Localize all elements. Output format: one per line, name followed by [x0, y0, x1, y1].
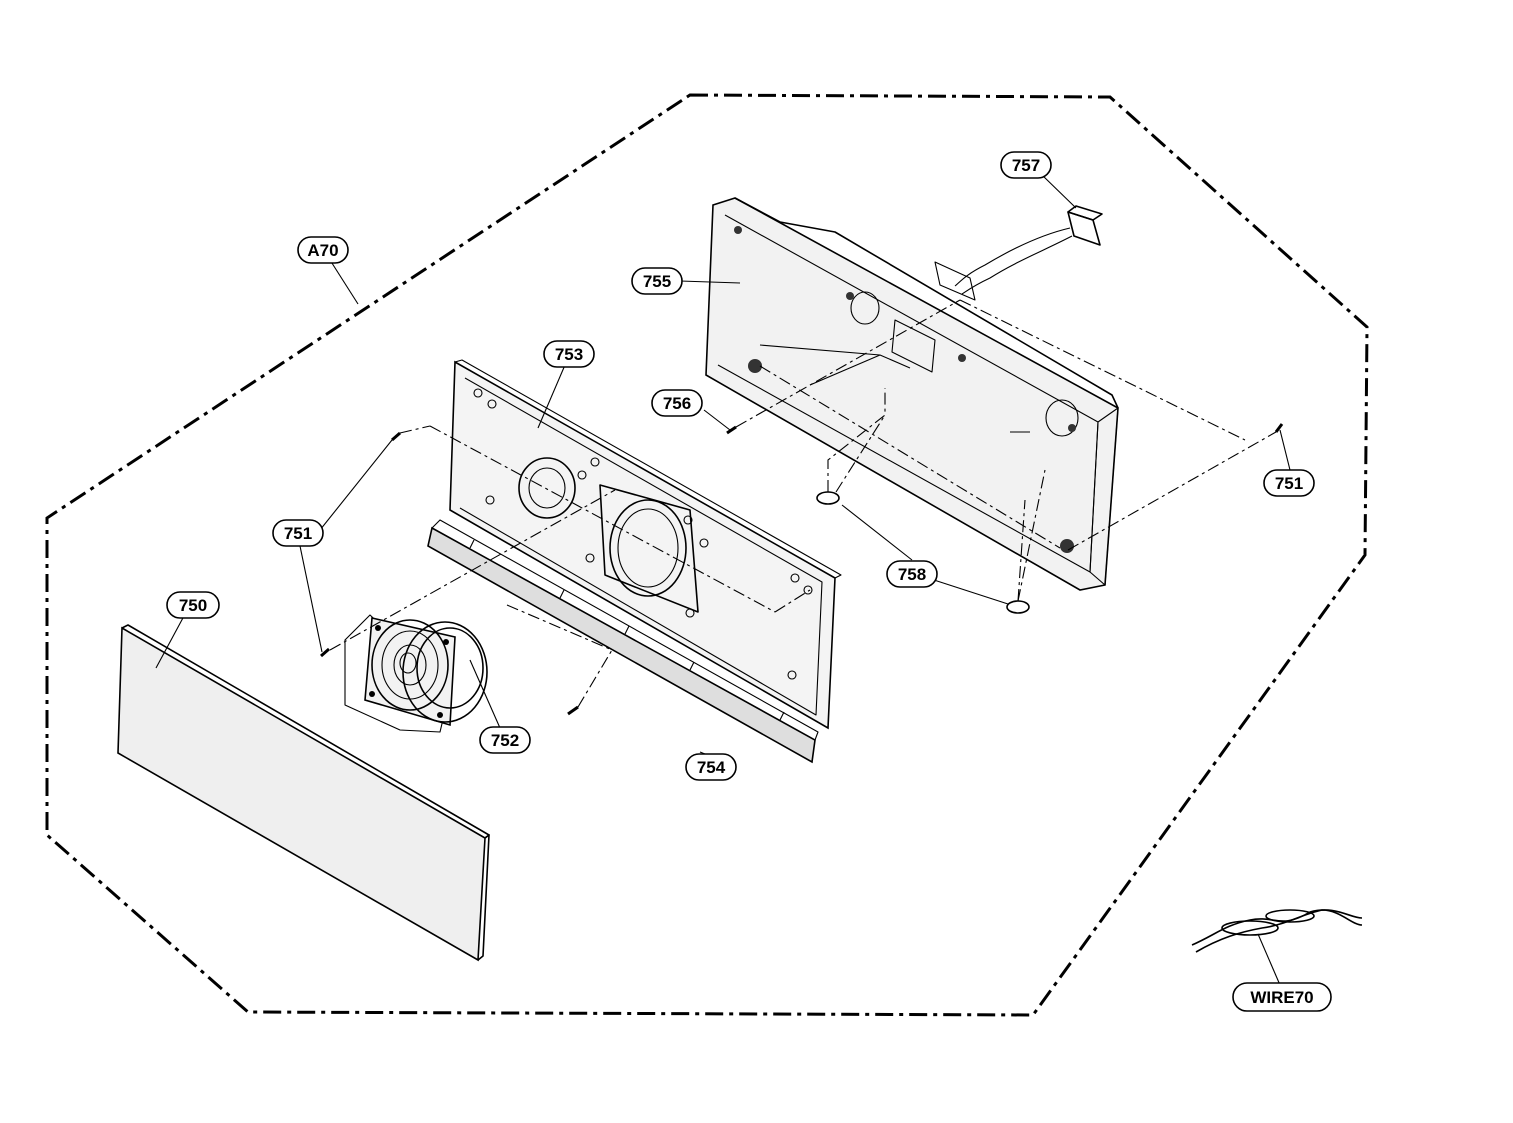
- callout-wire70: WIRE70: [1232, 982, 1332, 1012]
- callout-755: 755: [631, 267, 683, 295]
- callout-750: 750: [166, 591, 220, 619]
- callout-753: 753: [543, 340, 595, 368]
- callout-755-label: 755: [643, 272, 671, 291]
- part-757-connector: [954, 205, 1103, 295]
- callout-758-label: 758: [898, 565, 926, 584]
- part-753-baffle-board: [449, 359, 842, 730]
- callout-wire70-label: WIRE70: [1250, 988, 1313, 1007]
- callout-a70-label: A70: [307, 241, 338, 260]
- part-752-speaker-driver: [344, 614, 488, 733]
- leader-lines: [155, 174, 1292, 986]
- assembly-lines: [329, 299, 1277, 708]
- part-755-rear-cabinet: [705, 197, 1119, 591]
- assembly-boundary: [45, 93, 1369, 1017]
- part-750-front-grille: [117, 624, 490, 962]
- callout-756: 756: [651, 389, 703, 417]
- callout-751-left-label: 751: [284, 524, 312, 543]
- part-wire70-coil: [1191, 909, 1363, 953]
- callout-a70: A70: [297, 236, 349, 264]
- callout-753-label: 753: [555, 345, 583, 364]
- callout-750-label: 750: [179, 596, 207, 615]
- part-758-feet: [816, 388, 1046, 614]
- callout-752-label: 752: [491, 731, 519, 750]
- callout-751-left: 751: [272, 519, 324, 547]
- callout-754: 754: [685, 753, 737, 781]
- callout-758: 758: [886, 560, 938, 588]
- callout-751-right-label: 751: [1275, 474, 1303, 493]
- callout-752: 752: [479, 726, 531, 754]
- callout-754-label: 754: [697, 758, 726, 777]
- callout-751-right: 751: [1263, 469, 1315, 497]
- callout-757-label: 757: [1012, 156, 1040, 175]
- screws: [320, 423, 1284, 716]
- callout-756-label: 756: [663, 394, 691, 413]
- callout-757: 757: [1000, 151, 1052, 179]
- part-754-bottom-rail: [427, 519, 819, 764]
